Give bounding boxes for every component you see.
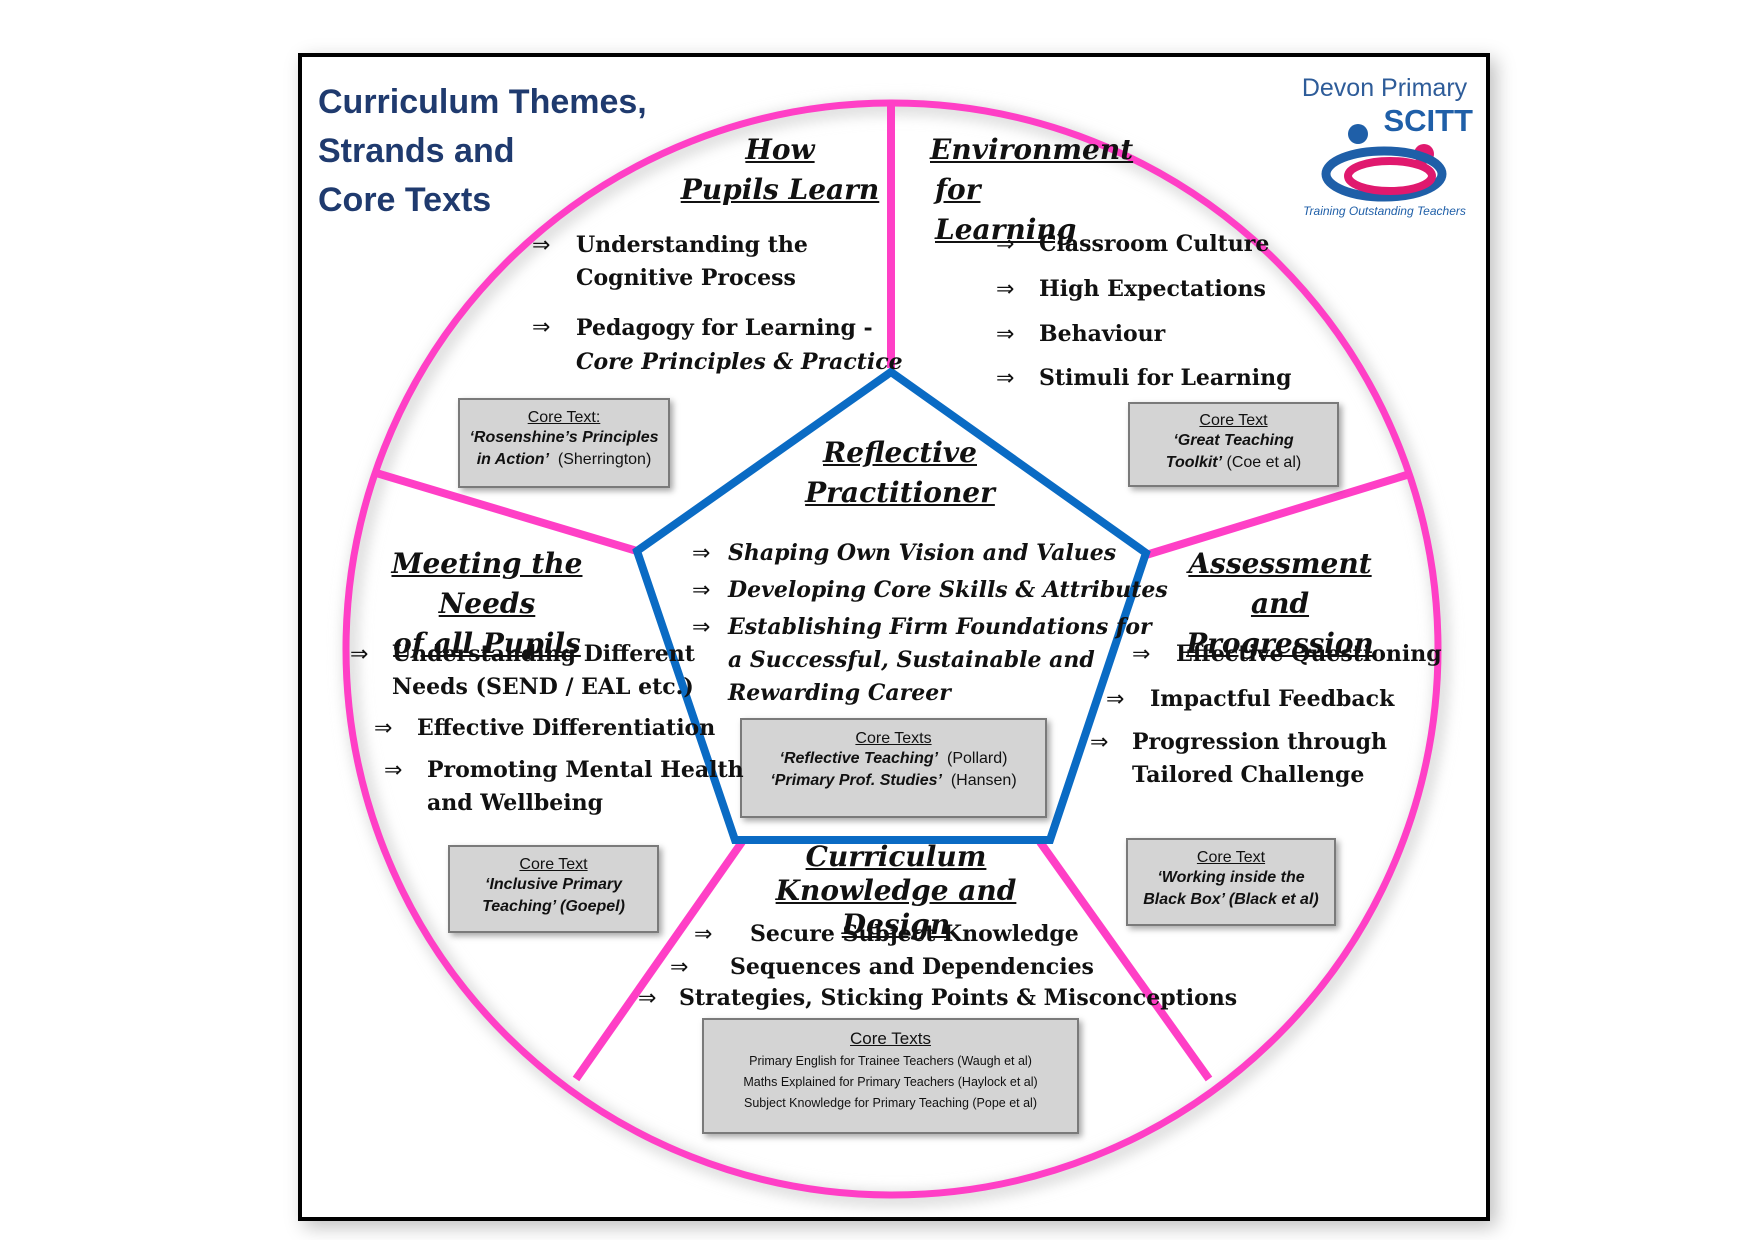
arrow-icon: ⇒ — [692, 615, 711, 640]
arrow-icon: ⇒ — [350, 642, 369, 667]
core-text-box-assessment: Core Text ‘Working inside the Black Box’… — [1126, 838, 1336, 926]
strand-subject-knowledge: Secure Subject Knowledge — [750, 921, 1079, 947]
spoke-upper-left — [371, 468, 639, 555]
arrow-icon: ⇒ — [374, 716, 393, 741]
arrow-icon: ⇒ — [996, 277, 1015, 302]
arrow-icon: ⇒ — [638, 986, 657, 1011]
spoke-upper-right — [1144, 470, 1412, 559]
heading-curriculum-knowledge: Curriculum Knowledge and Design — [775, 840, 1017, 941]
strand-cognitive-process: Understanding the Cognitive Process — [576, 232, 808, 291]
arrow-icon: ⇒ — [384, 758, 403, 783]
arrow-icon: ⇒ — [1132, 642, 1151, 667]
strand-feedback: Impactful Feedback — [1150, 686, 1395, 712]
arrow-icon: ⇒ — [532, 315, 551, 340]
arrow-icon: ⇒ — [996, 232, 1015, 257]
core-text-box-meeting-needs: Core Text ‘Inclusive Primary Teaching’ (… — [448, 845, 659, 933]
logo-figures-icon — [1321, 124, 1447, 202]
arrow-icon: ⇒ — [1090, 730, 1109, 755]
strand-differentiation: Effective Differentiation — [417, 715, 716, 741]
strand-vision-values: Shaping Own Vision and Values — [728, 540, 1117, 566]
heading-meeting-needs: Meeting the Needs of all Pupils — [391, 547, 583, 660]
strand-pedagogy: Pedagogy for Learning - Core Principles … — [576, 315, 903, 375]
strand-high-expectations: High Expectations — [1039, 276, 1266, 302]
strand-mental-health: Promoting Mental Health and Wellbeing — [427, 757, 744, 816]
core-text-box-reflective: Core Texts ‘Reflective Teaching’ (Pollar… — [740, 718, 1047, 818]
core-text-box-curriculum: Core Texts Primary English for Trainee T… — [702, 1018, 1079, 1134]
strand-stimuli: Stimuli for Learning — [1039, 365, 1292, 391]
spoke-lower-right — [1036, 839, 1213, 1082]
spoke-lower-left — [572, 839, 746, 1082]
arrow-icon: ⇒ — [996, 322, 1015, 347]
arrow-icon: ⇒ — [1106, 687, 1125, 712]
core-text-box-environment: Core Text ‘Great Teaching Toolkit’ (Coe … — [1128, 402, 1339, 487]
strand-tailored-challenge: Progression through Tailored Challenge — [1132, 729, 1388, 788]
logo-mid-text: SCITT — [1383, 103, 1473, 138]
strand-behaviour: Behaviour — [1039, 321, 1166, 347]
logo-top-text: Devon Primary — [1301, 74, 1468, 102]
strand-firm-foundations: Establishing Firm Foundations for a Succ… — [728, 614, 1152, 706]
strand-questioning: Effective Questioning — [1176, 641, 1442, 667]
arrow-icon: ⇒ — [692, 541, 711, 566]
heading-environment-for-learning: Environment for Learning — [930, 133, 1134, 246]
heading-reflective-practitioner: Reflective Practitioner — [805, 436, 995, 509]
strand-classroom-culture: Classroom Culture — [1039, 231, 1270, 257]
page-title: Curriculum Themes, Strands and Core Text… — [318, 83, 647, 219]
logo-tagline: Training Outstanding Teachers — [1303, 204, 1466, 218]
arrow-icon: ⇒ — [532, 233, 551, 258]
arrow-icon: ⇒ — [694, 922, 713, 947]
arrow-icon: ⇒ — [692, 578, 711, 603]
arrow-icon: ⇒ — [996, 366, 1015, 391]
strand-sequences: Sequences and Dependencies — [730, 954, 1094, 980]
arrow-icon: ⇒ — [670, 955, 689, 980]
wheel-shadow — [343, 100, 1449, 1206]
strand-different-needs: Understanding Different Needs (SEND / EA… — [392, 641, 695, 700]
heading-assessment-progression: Assessment and Progression — [1186, 547, 1374, 660]
strand-core-skills: Developing Core Skills & Attributes — [728, 577, 1168, 603]
core-text-box-how-pupils-learn: Core Text: ‘Rosenshine’s Principles in A… — [458, 398, 670, 488]
strand-misconceptions: Strategies, Sticking Points & Misconcept… — [679, 985, 1238, 1011]
scitt-logo: Devon Primary SCITT Training Outstanding… — [1292, 74, 1477, 226]
heading-how-pupils-learn: How Pupils Learn — [680, 133, 880, 206]
